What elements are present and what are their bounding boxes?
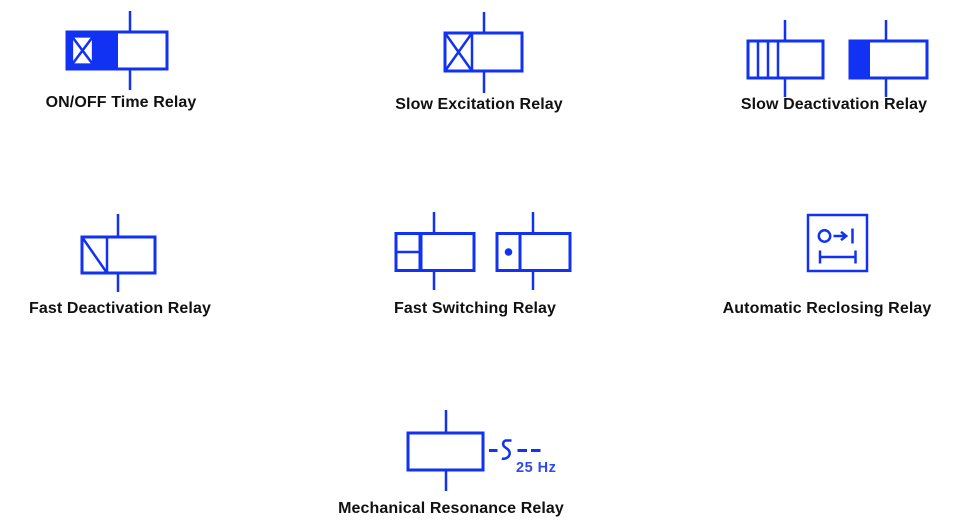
relay-box: [806, 213, 869, 273]
fast-switching-relay-symbol-right: [495, 212, 572, 290]
frequency-squiggle-icon: [501, 439, 512, 461]
x-diagonal-icon: [443, 32, 474, 72]
fast-switching-relay-symbol-left: [394, 212, 476, 290]
arrow-head-icon: [840, 230, 849, 242]
label-automatic-reclosing-relay: Automatic Reclosing Relay: [722, 300, 932, 317]
mechanical-resonance-relay-symbol: [406, 410, 541, 491]
circle-icon: [817, 229, 832, 243]
filled-coil-section: [850, 41, 870, 78]
label-slow-deactivation-relay: Slow Deactivation Relay: [740, 96, 928, 113]
slow-excitation-relay-symbol: [443, 12, 524, 93]
x-diagonal-icon: [71, 35, 94, 66]
label-mechanical-resonance-relay: Mechanical Resonance Relay: [338, 500, 564, 517]
slow-deactivation-relay-symbol-right: [848, 20, 929, 97]
label-on-off-time-relay: ON/OFF Time Relay: [45, 94, 197, 111]
frequency-annotation: 25 Hz: [516, 460, 557, 476]
automatic-reclosing-relay-symbol: [806, 213, 869, 273]
on-off-time-relay-symbol: [65, 11, 169, 90]
dot-icon: [504, 248, 513, 256]
coil-body: [848, 39, 929, 80]
label-fast-switching-relay: Fast Switching Relay: [393, 300, 557, 317]
coil-body: [406, 431, 485, 472]
label-fast-deactivation-relay: Fast Deactivation Relay: [29, 300, 211, 317]
slow-deactivation-relay-symbol-left: [746, 20, 825, 97]
fast-deactivation-relay-symbol: [80, 214, 157, 292]
coil-body: [443, 31, 524, 73]
coil-body: [80, 235, 157, 275]
label-slow-excitation-relay: Slow Excitation Relay: [395, 96, 563, 113]
single-diagonal-icon: [80, 236, 109, 274]
coil-body: [65, 30, 169, 71]
